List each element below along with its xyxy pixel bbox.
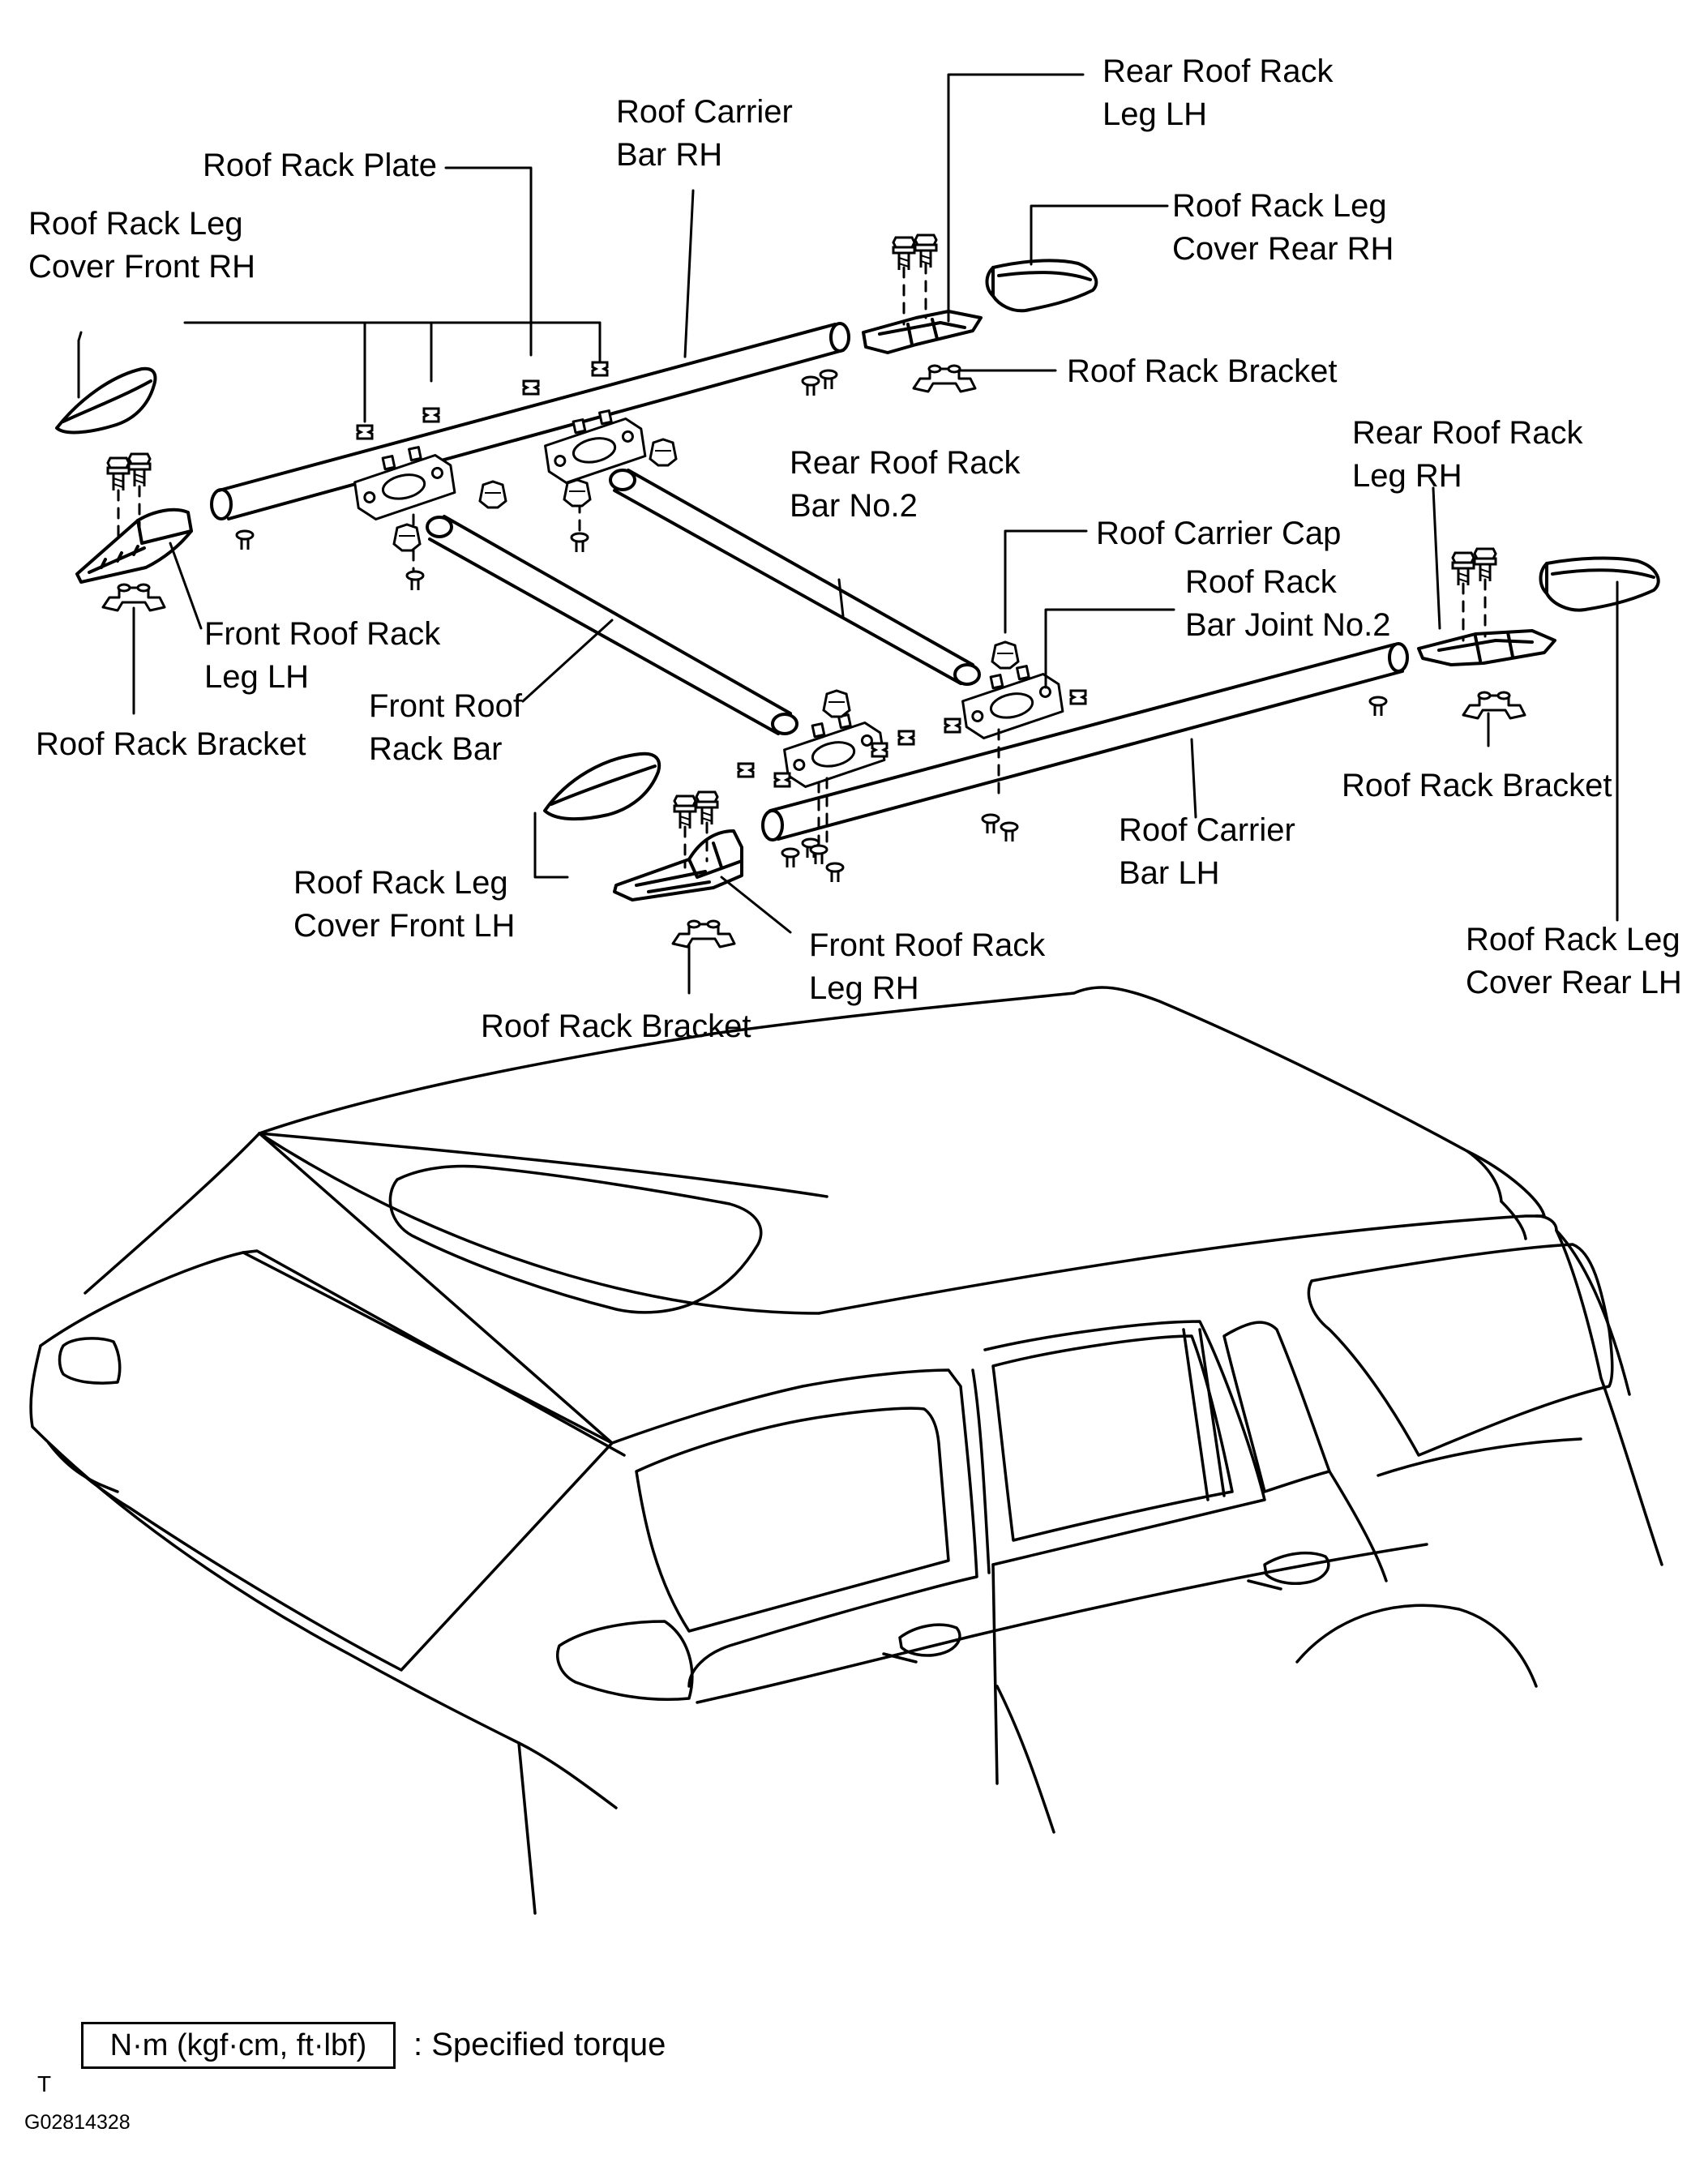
label-roof-carrier-cap: Roof Carrier Cap: [1096, 516, 1342, 551]
label-front-roof-rack-leg-lh: Front Roof Rack Leg LH: [204, 616, 441, 695]
label-roof-rack-leg-cover-front-lh: Roof Rack Leg Cover Front LH: [293, 865, 516, 944]
label-front-roof-rack-bar: Front Roof Rack Bar: [369, 688, 522, 767]
roof-rack-leg-cover-front-rh: [55, 366, 157, 435]
label-roof-rack-bracket-bottom: Roof Rack Bracket: [481, 1008, 751, 1044]
rear-roof-rack-leg-lh: [862, 310, 983, 354]
label-rear-roof-rack-bar-no2: Rear Roof Rack Bar No.2: [790, 445, 1021, 524]
label-roof-rack-leg-cover-front-rh: Roof Rack Leg Cover Front RH: [28, 206, 256, 285]
torque-unit-box: N·m (kgf·cm, ft·lbf): [81, 2022, 396, 2069]
label-roof-rack-bracket-right: Roof Rack Bracket: [1342, 768, 1612, 803]
label-roof-rack-bracket-left: Roof Rack Bracket: [36, 726, 306, 762]
front-roof-rack-bar: [426, 515, 798, 735]
label-front-roof-rack-leg-rh: Front Roof Rack Leg RH: [809, 927, 1046, 1006]
label-roof-carrier-bar-lh: Roof Carrier Bar LH: [1119, 812, 1295, 891]
leader-lines: [77, 73, 1619, 995]
roof-rack-leg-cover-rear-rh: [985, 259, 1098, 313]
rear-roof-rack-bar-no2: [609, 469, 981, 686]
roof-rack-leg-cover-rear-lh: [1539, 556, 1660, 612]
roof-carrier-bar-lh: [761, 642, 1409, 841]
dashed-guides: [117, 262, 1487, 869]
label-roof-rack-leg-cover-rear-lh: Roof Rack Leg Cover Rear LH: [1466, 922, 1682, 1000]
label-rear-roof-rack-leg-rh: Rear Roof Rack Leg RH: [1352, 415, 1583, 494]
front-roof-rack-leg-lh: [75, 507, 193, 584]
label-roof-rack-leg-cover-rear-rh: Roof Rack Leg Cover Rear RH: [1172, 188, 1394, 267]
vehicle-outline: [29, 986, 1663, 1915]
label-roof-rack-bracket-top-right: Roof Rack Bracket: [1067, 353, 1338, 389]
roof-rack-leg-cover-front-lh: [543, 752, 661, 821]
label-roof-carrier-bar-rh: Roof Carrier Bar RH: [616, 94, 793, 173]
front-roof-rack-leg-rh: [613, 829, 743, 901]
label-roof-rack-bar-joint-no2: Roof Rack Bar Joint No.2: [1185, 564, 1391, 643]
roof-carrier-bar-rh: [210, 322, 850, 520]
footer-mark: T: [37, 2071, 52, 2096]
rear-roof-rack-leg-rh: [1417, 629, 1556, 666]
rear-right-joint: [955, 658, 1068, 743]
torque-legend-text: : Specified torque: [413, 2027, 666, 2062]
figure-code: G02814328: [24, 2111, 131, 2134]
front-left-joint: [347, 439, 460, 525]
label-rear-roof-rack-leg-lh: Rear Roof Rack Leg LH: [1102, 54, 1334, 132]
label-roof-rack-plate: Roof Rack Plate: [203, 148, 438, 183]
